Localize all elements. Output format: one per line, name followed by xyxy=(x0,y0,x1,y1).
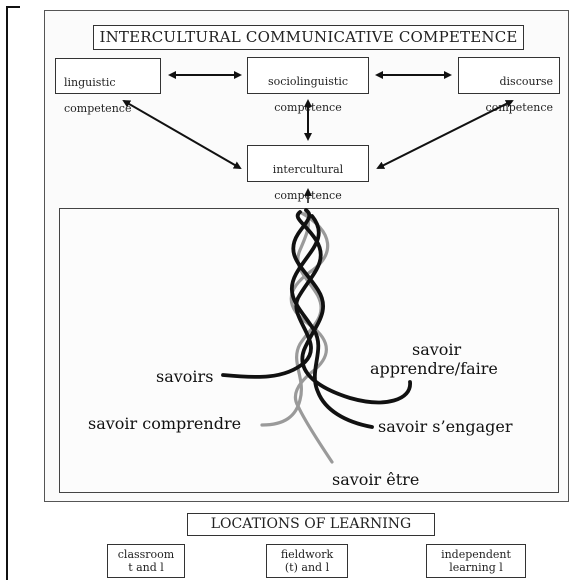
page-corner-mark xyxy=(6,6,20,8)
arrow-discourse-intercultural xyxy=(376,100,514,169)
savoir-etre-label: savoir être xyxy=(332,470,420,489)
savoir-apprendre-label-line2: apprendre/faire xyxy=(370,359,498,378)
linguistic-competence-box: linguistic competence xyxy=(55,58,161,115)
strand-savoir-comprendre xyxy=(260,210,323,427)
fieldwork-location-box: fieldwork (t) and l xyxy=(266,544,348,578)
savoir-sengager-label: savoir s’engager xyxy=(378,417,513,436)
discourse-label: discourse xyxy=(499,75,554,88)
savoirs-label: savoirs xyxy=(156,367,214,386)
independent-mode-label: learning l xyxy=(449,561,503,574)
classroom-location-box: classroom t and l xyxy=(107,544,185,578)
page-edge-mark xyxy=(6,6,8,580)
savoir-comprendre-label: savoir comprendre xyxy=(88,414,242,433)
arrow-linguistic-intercultural xyxy=(122,99,242,170)
strand-savoir-apprendre xyxy=(291,208,412,405)
fieldwork-label: fieldwork xyxy=(280,548,334,561)
locations-of-learning-title: LOCATIONS OF LEARNING xyxy=(187,513,435,536)
linguistic-competence-label: competence xyxy=(64,102,132,115)
savoir-apprendre-label-line1: savoir xyxy=(412,340,462,359)
intercultural-competence-box: intercultural competence xyxy=(247,145,369,202)
strand-savoirs xyxy=(221,210,323,379)
classroom-mode-label: t and l xyxy=(128,561,164,574)
diagram-title: INTERCULTURAL COMMUNICATIVE COMPETENCE xyxy=(93,25,524,50)
independent-label: independent xyxy=(441,548,511,561)
independent-location-box: independent learning l xyxy=(426,544,526,578)
linguistic-label: linguistic xyxy=(64,76,116,89)
sociolinguistic-label: sociolinguistic xyxy=(267,75,349,88)
fieldwork-mode-label: (t) and l xyxy=(284,561,330,574)
classroom-label: classroom xyxy=(117,548,175,561)
intercultural-label: intercultural xyxy=(272,163,344,176)
